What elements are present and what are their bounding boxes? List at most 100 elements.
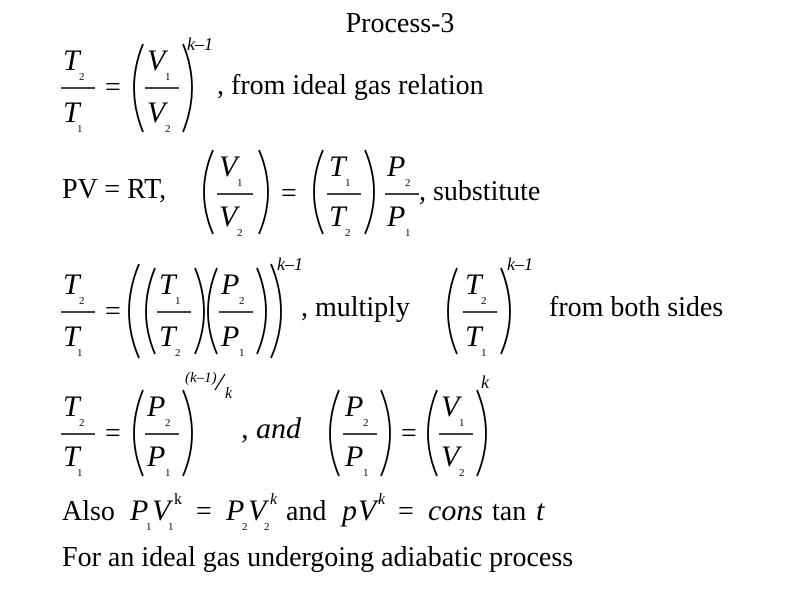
eq2-v2: V — [219, 200, 241, 233]
eq2-note: , substitute — [419, 176, 540, 207]
eq4-t1: T — [63, 440, 82, 473]
eq1-t1: T — [63, 96, 82, 129]
eq4-equals: = — [105, 418, 121, 449]
eq3-t1c: T — [465, 320, 484, 353]
eq3-both-sides: from both sides — [549, 292, 723, 323]
equation-1: T 2 T 1 = V 1 V 2 k–1 , from ideal gas r… — [61, 34, 484, 135]
eq4-v1: V — [441, 390, 463, 423]
eq4-exp-num: (k–1) — [185, 370, 217, 386]
eq5-p1-sub: 1 — [146, 521, 152, 532]
eq4-lparen-1 — [133, 389, 144, 477]
eq5-v1-sub: 1 — [168, 521, 174, 532]
eq1-rparen — [182, 43, 193, 133]
eq3-rparen-2 — [256, 267, 267, 355]
eq4-p1b: P — [344, 440, 363, 473]
eq2-p1: P — [386, 200, 405, 233]
eq3-t2-sub: 2 — [79, 295, 85, 307]
eq3-t1-sub: 1 — [77, 347, 83, 359]
eq1-v1: V — [147, 44, 169, 77]
eq5-tan: tan — [492, 496, 526, 527]
eq5-v-exp: k — [378, 491, 386, 508]
eq4-p1: P — [146, 440, 165, 473]
eq3-rparen-1 — [194, 267, 205, 355]
eq1-t2-sub: 2 — [79, 71, 85, 83]
eq3-outer-rparen — [270, 263, 282, 359]
eq3-p2: P — [220, 268, 239, 301]
eq3-t1c-sub: 1 — [481, 347, 487, 359]
eq4-rparen-2 — [380, 389, 391, 477]
eq5-equals: = — [196, 496, 212, 527]
eq1-v2: V — [147, 96, 169, 129]
eq3-p2-sub: 2 — [239, 295, 245, 307]
eq2-t1-sub: 1 — [345, 177, 351, 189]
eq5-v1: V — [152, 494, 174, 527]
eq1-v2-sub: 2 — [165, 123, 171, 135]
eq2-t1: T — [329, 150, 348, 183]
eq4-equals-2: = — [401, 418, 417, 449]
eq2-lparen-2 — [313, 149, 324, 235]
eq2-rparen-2 — [364, 149, 375, 235]
eq5-equals-2: = — [398, 496, 414, 527]
eq3-exponent-2: k–1 — [507, 254, 533, 274]
eq3-rparen-3 — [500, 267, 511, 355]
eq1-t1-sub: 1 — [77, 123, 83, 135]
eq4-p2b-sub: 2 — [363, 417, 369, 429]
eq3-exponent: k–1 — [277, 254, 303, 274]
eq2-equals: = — [281, 178, 297, 209]
eq2-v2-sub: 2 — [237, 227, 243, 239]
eq4-p2b: P — [344, 390, 363, 423]
eq1-v1-sub: 1 — [165, 71, 171, 83]
eq5-and: and — [286, 496, 326, 527]
eq4-p2: P — [146, 390, 165, 423]
eq4-exp-k: k — [481, 372, 490, 392]
eq5-p2: P — [225, 494, 244, 527]
equation-2: V 1 V 2 = T 1 T 2 P 2 P 1 , substitute — [203, 149, 540, 239]
eq3-p1-sub: 1 — [239, 347, 245, 359]
eq4-exp-den: k — [225, 385, 233, 402]
eq4-rparen-3 — [476, 389, 487, 477]
eq3-t2c: T — [465, 268, 484, 301]
eq3-t1b-sub: 1 — [175, 295, 181, 307]
eq4-v1-sub: 1 — [459, 417, 465, 429]
eq5-v2-sub: 2 — [264, 521, 270, 532]
eq5-v1-exp: k — [174, 491, 182, 508]
eq4-rparen-1 — [182, 389, 193, 477]
eq4-t2: T — [63, 390, 82, 423]
eq4-v2-sub: 2 — [459, 467, 465, 478]
eq5-v: V — [358, 494, 380, 527]
eq3-outer-lparen — [128, 263, 140, 359]
eq4-and: , and — [241, 412, 302, 445]
adiabatic-statement: For an ideal gas undergoing adiabatic pr… — [62, 542, 574, 573]
eq3-t1: T — [63, 320, 82, 353]
eq1-equals: = — [105, 72, 121, 103]
eq2-p2-sub: 2 — [405, 177, 411, 189]
eq5-p: p — [340, 494, 357, 527]
eq5-cons: cons — [428, 494, 483, 527]
eq2-p1-sub: 1 — [405, 227, 411, 239]
eq3-t2b: T — [159, 320, 178, 353]
eq2-lparen-1 — [203, 149, 214, 235]
eq3-t2c-sub: 2 — [481, 295, 487, 307]
equation-5: Also P 1 V 1 k = P 2 V 2 k and p V k = c… — [62, 491, 545, 532]
eq4-p1b-sub: 1 — [363, 467, 369, 478]
pv-rt-label: PV = RT, — [62, 174, 167, 205]
eq3-equals: = — [105, 296, 121, 327]
eq4-t1-sub: 1 — [77, 467, 83, 478]
eq3-t2b-sub: 2 — [175, 347, 181, 359]
eq1-note: , from ideal gas relation — [217, 70, 484, 101]
eq3-p1: P — [220, 320, 239, 353]
eq3-lparen-1 — [145, 267, 156, 355]
eq4-lparen-3 — [427, 389, 438, 477]
eq3-lparen-3 — [447, 267, 458, 355]
eq1-lparen — [133, 43, 144, 133]
eq4-t2-sub: 2 — [79, 417, 85, 429]
equation-4: T 2 T 1 = P 2 P 1 (k–1) k , and P 2 P 1 … — [61, 370, 490, 478]
eq3-t1b: T — [159, 268, 178, 301]
eq2-rparen-1 — [258, 149, 269, 235]
eq2-t2-sub: 2 — [345, 227, 351, 239]
eq4-v2: V — [441, 440, 463, 473]
slide-title: Process-3 — [345, 8, 455, 39]
eq2-p2: P — [386, 150, 405, 183]
eq5-p1: P — [129, 494, 148, 527]
